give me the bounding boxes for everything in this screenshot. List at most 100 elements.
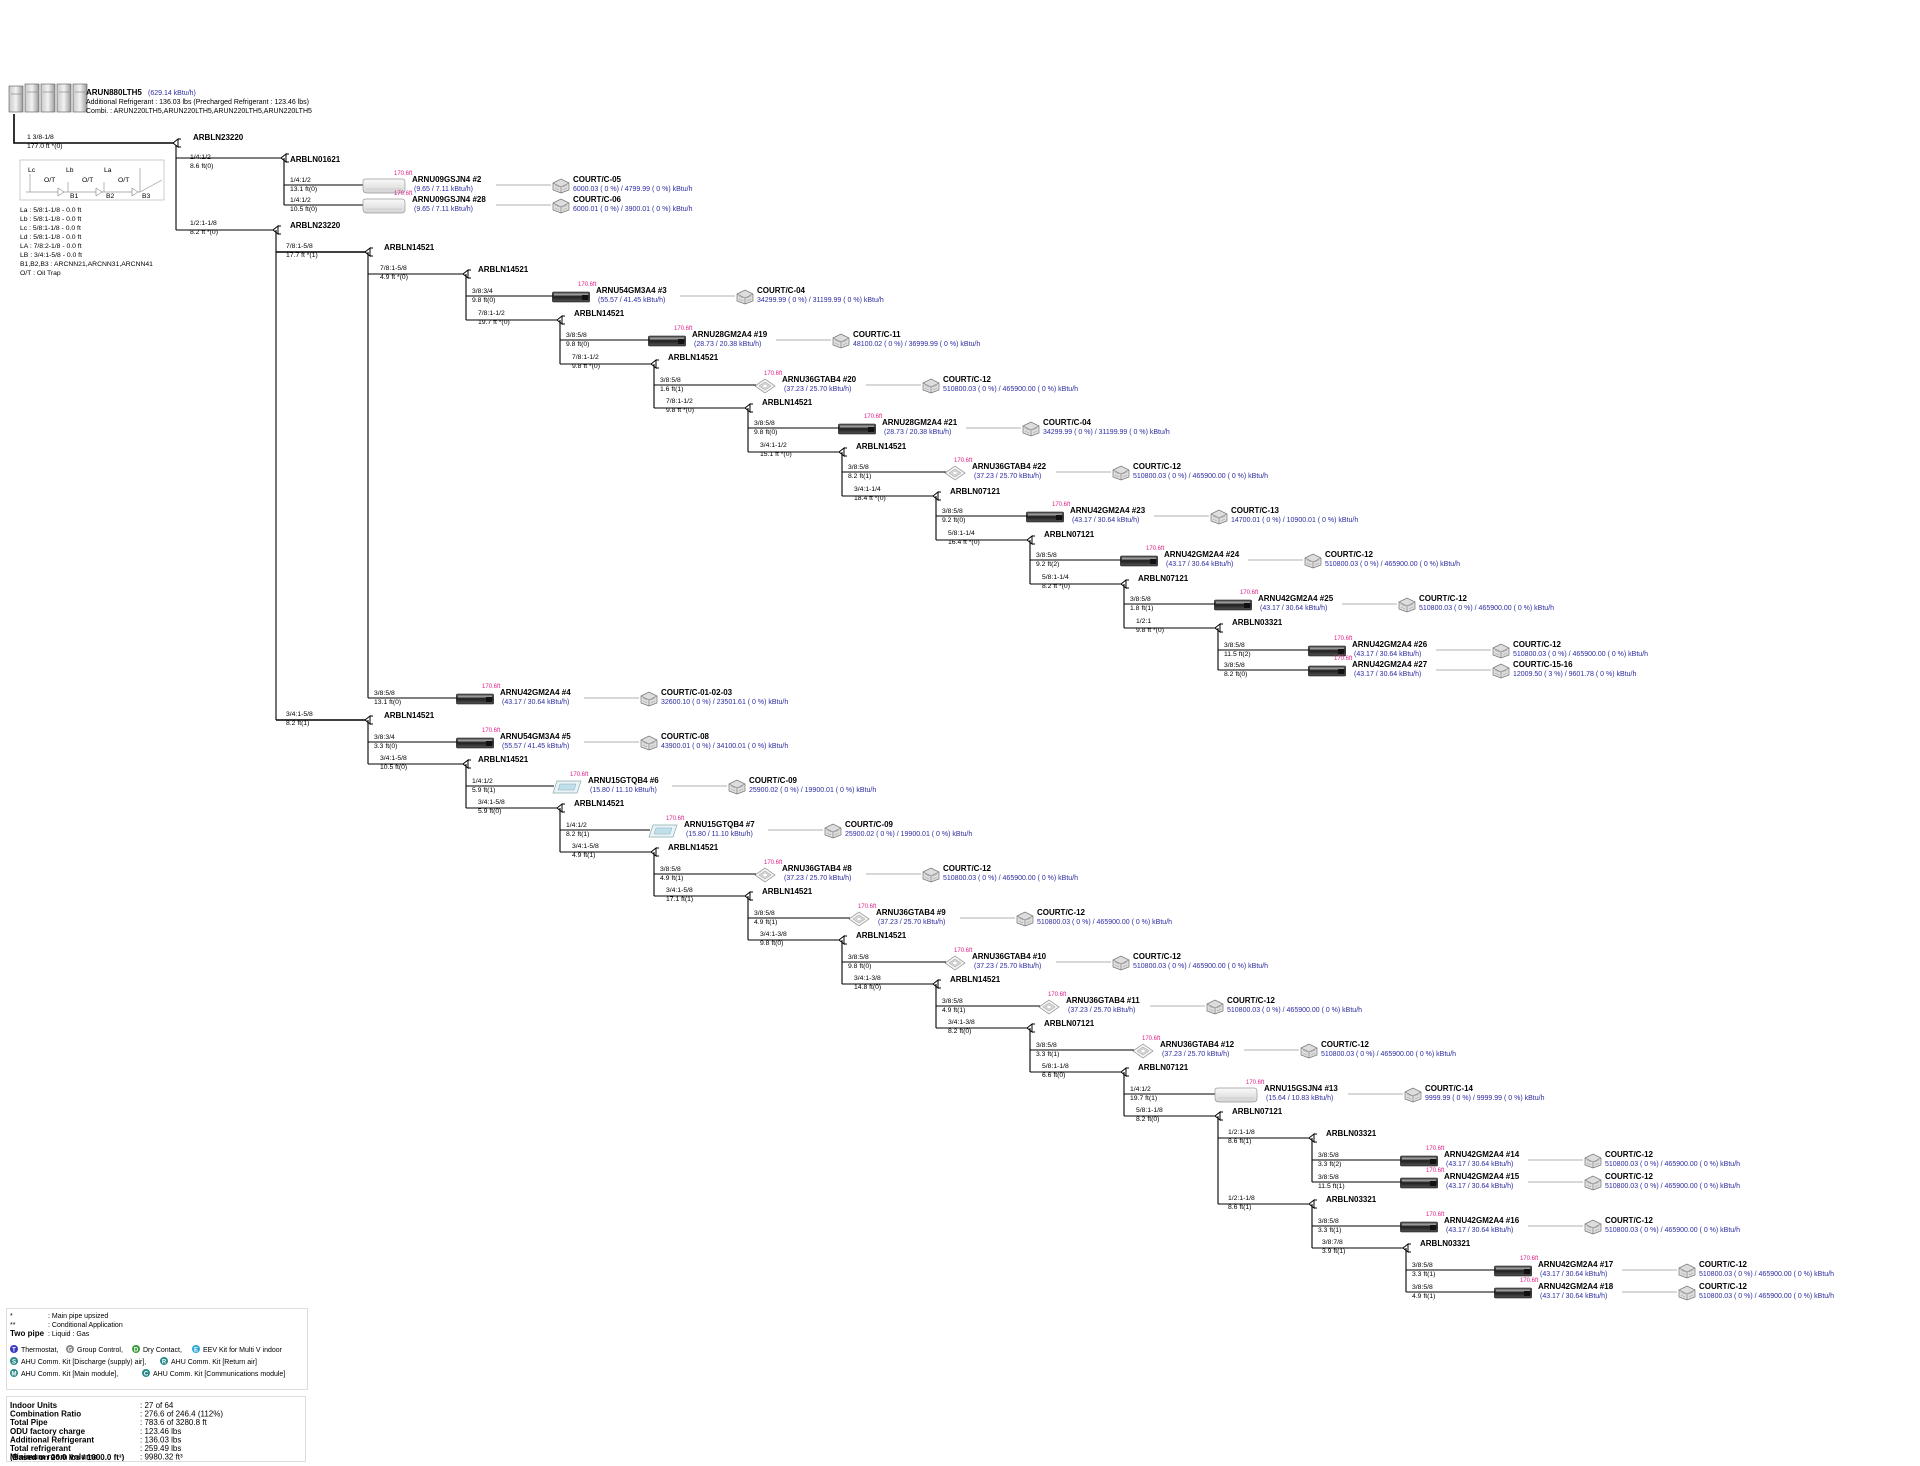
pipe-size: 1/4:1/2: [566, 822, 587, 829]
pipe-size: 3/8:5/8: [942, 998, 963, 1005]
indoor-unit-model: ARNU42GM2A4 #24: [1164, 550, 1240, 559]
pipe-length: 13.1 ft(0): [374, 699, 401, 706]
cassette-unit-icon: [754, 867, 776, 883]
branch-fitting: [744, 403, 754, 413]
legend-label-ot-1: O/T: [44, 177, 55, 184]
summary-label: Additional Refrigerant: [10, 1436, 94, 1445]
cassette-unit-icon: [754, 378, 776, 394]
pipe-length: 5.9 ft(1): [472, 787, 495, 794]
legend-label-b3: B3: [142, 193, 151, 200]
pipe-size: 3/4:1-3/8: [948, 1019, 975, 1026]
legend-label-ot-3: O/T: [118, 177, 129, 184]
branch-label: ARBLN03321: [1326, 1195, 1377, 1204]
legend-symbol-2: **: [10, 1322, 16, 1329]
indoor-unit-capacity: (43.17 / 30.64 kBtu/h): [1446, 1183, 1513, 1190]
branch-label: ARBLN01621: [290, 155, 341, 164]
branch-fitting: [462, 269, 472, 279]
room-name: COURT/C-06: [573, 195, 622, 204]
indoor-unit-capacity: (37.23 / 25.70 kBtu/h): [784, 386, 851, 393]
branch-label: ARBLN14521: [478, 265, 529, 274]
room-name: COURT/C-12: [1605, 1172, 1654, 1181]
room-name: COURT/C-05: [573, 175, 622, 184]
odu-refrigerant: Additional Refrigerant : 136.03 lbs (Pre…: [86, 99, 309, 106]
pipe-length: 4.9 ft *(0): [380, 274, 408, 281]
unit-height: 170.6ft: [1334, 636, 1353, 642]
room-load: 34299.99 ( 0 %) / 31199.99 ( 0 %) kBtu/h: [1043, 429, 1170, 436]
pipe-size: 3/8:7/8: [1322, 1239, 1343, 1246]
unit-height: 170.6ft: [570, 772, 589, 778]
unit-height: 170.6ft: [1426, 1146, 1445, 1152]
unit-height: 170.6ft: [674, 326, 693, 332]
room-name: COURT/C-09: [749, 776, 798, 785]
odu-legend-line-8: O/T : Oil Trap: [20, 270, 61, 277]
accessory-label: Thermostat,: [21, 1347, 58, 1354]
pipe-size: 3/4:1-1/4: [854, 486, 881, 493]
pipe-size: 3/8:5/8: [1224, 662, 1245, 669]
room-name: COURT/C-12: [1321, 1040, 1370, 1049]
branch-label: ARBLN14521: [950, 975, 1001, 984]
unit-height: 170.6ft: [394, 191, 413, 197]
branch-fitting: [364, 247, 374, 257]
pipe-length: 8.2 ft *(0): [190, 229, 218, 236]
unit-height: 170.6ft: [954, 458, 973, 464]
indoor-unit-capacity: (43.17 / 30.64 kBtu/h): [1540, 1293, 1607, 1300]
pipe-size: 3/4:1-5/8: [478, 799, 505, 806]
room-load: 510800.03 ( 0 %) / 465900.00 ( 0 %) kBtu…: [1227, 1007, 1362, 1014]
branch-fitting: [280, 153, 290, 163]
branch-fitting: [932, 979, 942, 989]
pipe-size: 3/4:1-5/8: [380, 755, 407, 762]
pipe-length: 3.3 ft(2): [1318, 1161, 1341, 1168]
branch-fitting: [650, 359, 660, 369]
room-icon: [1016, 911, 1034, 927]
indoor-unit-capacity: (37.23 / 25.70 kBtu/h): [878, 919, 945, 926]
cassette-unit-icon: [648, 824, 678, 838]
pipe-size: 1/4:1/2: [1130, 1086, 1151, 1093]
room-icon: [736, 289, 754, 305]
accessory-badge-icon: [10, 1369, 18, 1377]
summary-value: : 9980.32 ft³: [140, 1453, 183, 1462]
pipe-length: 9.2 ft(0): [942, 517, 965, 524]
pipe-length: 3.3 ft(1): [1036, 1051, 1059, 1058]
unit-height: 170.6ft: [1426, 1168, 1445, 1174]
accessory-badge-letter: E: [194, 1348, 198, 1354]
cassette-unit-icon: [944, 465, 966, 481]
legend-text-1: : Main pipe upsized: [48, 1313, 108, 1320]
branch-fitting: [272, 225, 282, 235]
indoor-unit-capacity: (37.23 / 25.70 kBtu/h): [974, 473, 1041, 480]
room-icon: [1584, 1219, 1602, 1235]
summary-label: Combination Ratio: [10, 1410, 81, 1419]
branch-label: ARBLN07121: [1138, 574, 1189, 583]
branch-fitting: [1026, 535, 1036, 545]
branch-label: ARBLN14521: [856, 931, 907, 940]
room-load: 14700.01 ( 0 %) / 10900.01 ( 0 %) kBtu/h: [1231, 517, 1358, 524]
accessory-label: AHU Comm. Kit [Discharge (supply) air],: [21, 1359, 146, 1366]
indoor-unit-model: ARNU42GM2A4 #25: [1258, 594, 1334, 603]
indoor-unit-capacity: (37.23 / 25.70 kBtu/h): [1068, 1007, 1135, 1014]
summary-value: : 136.03 lbs: [140, 1436, 181, 1445]
ducted-unit-icon: [1494, 1287, 1532, 1299]
ducted-unit-icon: [1400, 1177, 1438, 1189]
indoor-unit-model: ARNU54GM3A4 #5: [500, 732, 571, 741]
outdoor-unit: ARUN880LTH5 (629.14 kBtu/h) Additional R…: [8, 83, 312, 115]
indoor-unit-capacity: (28.73 / 20.38 kBtu/h): [884, 429, 951, 436]
room-icon: [1678, 1263, 1696, 1279]
indoor-unit-model: ARNU42GM2A4 #18: [1538, 1282, 1614, 1291]
indoor-unit-capacity: (43.17 / 30.64 kBtu/h): [1166, 561, 1233, 568]
indoor-unit-model: ARNU36GTAB4 #9: [876, 908, 946, 917]
room-load: 9999.99 ( 0 %) / 9999.99 ( 0 %) kBtu/h: [1425, 1095, 1545, 1102]
branch-label: ARBLN14521: [762, 887, 813, 896]
branch-fitting: [1214, 1111, 1224, 1121]
pipe-size: 3/8:5/8: [848, 464, 869, 471]
pipe-size: 3/4:1-1/2: [760, 442, 787, 449]
pipe-size: 3/8:5/8: [1318, 1218, 1339, 1225]
pipe-length: 5.9 ft(0): [478, 808, 501, 815]
room-icon: [1678, 1285, 1696, 1301]
unit-height: 170.6ft: [1146, 546, 1165, 552]
pipe-length: 9.2 ft(2): [1036, 561, 1059, 568]
indoor-unit-capacity: (43.17 / 30.64 kBtu/h): [1354, 651, 1421, 658]
accessory-badge-icon: [192, 1345, 200, 1353]
indoor-unit-model: ARNU36GTAB4 #22: [972, 462, 1047, 471]
pipe-size: 7/8:1-1/2: [666, 398, 693, 405]
unit-height: 170.6ft: [394, 171, 413, 177]
room-icon: [824, 823, 842, 839]
